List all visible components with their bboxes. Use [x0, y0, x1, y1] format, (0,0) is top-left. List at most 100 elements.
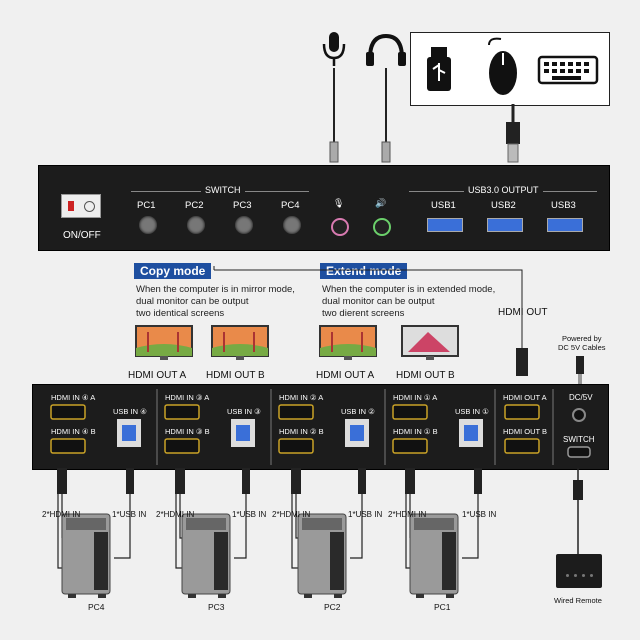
- switch-label: SWITCH: [201, 185, 245, 195]
- hdmi-in-port-b[interactable]: [392, 438, 428, 454]
- hdmi-out-port-a[interactable]: [504, 404, 540, 420]
- dc-label: DC/5V: [569, 393, 593, 402]
- pc-tower-top: [66, 518, 106, 530]
- usb-output-cable: [506, 104, 520, 163]
- usb-cable-plug: [126, 468, 134, 494]
- pc4-label: PC4: [88, 602, 105, 612]
- hdmi-cable-plug: [175, 468, 185, 494]
- usb1-label: USB1: [431, 200, 456, 211]
- power-label: ON/OFF: [63, 230, 101, 241]
- pc-connections: [57, 468, 583, 598]
- pc-tower-foot: [446, 594, 454, 598]
- pc3-button-label: PC3: [233, 200, 252, 211]
- hdmi-cable: [295, 494, 298, 539]
- hdmi-out-line: [213, 266, 528, 376]
- headphone-jack[interactable]: [373, 218, 391, 236]
- hdmi-cable-plug: [291, 468, 301, 494]
- pc4-button-label: PC4: [281, 200, 300, 211]
- extend-hdmi-out-b-label: HDMI OUT B: [396, 370, 455, 381]
- power-switch[interactable]: [61, 194, 101, 218]
- hdmi-in-4b-label: HDMI IN ④ B: [51, 427, 96, 436]
- mic-jack[interactable]: [331, 218, 349, 236]
- microphone-icon: [322, 32, 346, 66]
- wired-remote[interactable]: [556, 554, 602, 588]
- hdmi-in-2b-label: HDMI IN ② B: [279, 427, 324, 436]
- extend-monitors: [319, 325, 459, 360]
- usb-in-port-insert[interactable]: [236, 425, 250, 441]
- usb-cable: [350, 494, 363, 559]
- pc2-button-label: PC2: [185, 200, 204, 211]
- pc3-button[interactable]: [235, 216, 253, 234]
- usb-cable-plug: [474, 468, 482, 494]
- pc-tower-side: [214, 532, 228, 590]
- speaker-small-icon: 🔊: [375, 198, 387, 208]
- usb-in-port-insert[interactable]: [122, 425, 136, 441]
- hdmi-cable-plug: [405, 468, 415, 494]
- pc-tower-top: [414, 518, 454, 530]
- pc4-hdmi-in-label: 2*HDMI IN: [42, 510, 81, 519]
- pc4-button[interactable]: [283, 216, 301, 234]
- peripheral-icons: [427, 37, 599, 95]
- headphone-icon: [366, 33, 406, 66]
- extend-mode-description: When the computer is in extended mode, d…: [322, 284, 495, 320]
- extend-hdmi-out-a-label: HDMI OUT A: [316, 370, 375, 381]
- usb3-label: USB3: [551, 200, 576, 211]
- pc-tower-foot: [98, 594, 106, 598]
- hdmi-in-3a-label: HDMI IN ③ A: [165, 393, 210, 402]
- power-note-line: DC 5V Cables: [558, 343, 606, 352]
- usb1-port[interactable]: [427, 218, 463, 232]
- hdmi-in-1b-label: HDMI IN ① B: [393, 427, 438, 436]
- hdmi-in-port-a[interactable]: [278, 404, 314, 420]
- pc3-usb-in-label: 1*USB IN: [232, 510, 267, 519]
- pc-tower-top: [302, 518, 342, 530]
- usb-in-port-insert[interactable]: [350, 425, 364, 441]
- usb-cable: [462, 494, 479, 559]
- usb-drive-icon: [427, 47, 451, 91]
- hdmi-in-port-b[interactable]: [278, 438, 314, 454]
- hdmi-in-port-a[interactable]: [164, 404, 200, 420]
- remote-switch-port[interactable]: [567, 446, 591, 458]
- hdmi-in-port-a[interactable]: [50, 404, 86, 420]
- pc2-hdmi-in-label: 2*HDMI IN: [272, 510, 311, 519]
- power-note: Powered by DC 5V Cables: [558, 334, 606, 352]
- dc-power-port[interactable]: [572, 408, 586, 422]
- hdmi-in-port-b[interactable]: [164, 438, 200, 454]
- extend-mode-title: Extend mode: [320, 263, 408, 279]
- hdmi-cable: [405, 494, 410, 569]
- pc4-usb-in-label: 1*USB IN: [112, 510, 147, 519]
- usb2-port[interactable]: [487, 218, 523, 232]
- copy-desc-line: two identical screens: [136, 308, 225, 319]
- pc-tower-foot: [68, 594, 76, 598]
- hdmi-out-port-b[interactable]: [504, 438, 540, 454]
- copy-monitors: [135, 325, 269, 360]
- hdmi-cable: [175, 494, 182, 569]
- pc-tower-foot: [334, 594, 342, 598]
- hdmi-out-a-label: HDMI OUT A: [503, 393, 547, 402]
- copy-desc-line: dual monitor can be output: [136, 296, 249, 307]
- pc-tower-side: [330, 532, 344, 590]
- hdmi-in-2a-label: HDMI IN ② A: [279, 393, 324, 402]
- copy-mode-title: Copy mode: [134, 263, 212, 279]
- rear-switch-label: SWITCH: [563, 435, 595, 444]
- pc1-button[interactable]: [139, 216, 157, 234]
- pc1-hdmi-in-label: 2*HDMI IN: [388, 510, 427, 519]
- usb-cable: [234, 494, 247, 559]
- usb3-port[interactable]: [547, 218, 583, 232]
- rear-ports: [50, 389, 591, 465]
- keyboard-icon: [537, 55, 599, 85]
- usb-in-4-label: USB IN ④: [113, 407, 147, 416]
- copy-desc-line: When the computer is in mirror mode,: [136, 284, 295, 295]
- hdmi-in-port-a[interactable]: [392, 404, 428, 420]
- hdmi-in-3b-label: HDMI IN ③ B: [165, 427, 210, 436]
- pc-tower-foot: [218, 594, 226, 598]
- pc-tower-foot: [188, 594, 196, 598]
- pc1-label: PC1: [434, 602, 451, 612]
- pc2-button[interactable]: [187, 216, 205, 234]
- hdmi-cable: [57, 494, 62, 569]
- monitor-icon: [319, 325, 377, 360]
- usb-cable: [114, 494, 131, 559]
- extend-desc-line: dual monitor can be output: [322, 296, 435, 307]
- hdmi-in-port-b[interactable]: [50, 438, 86, 454]
- usb-in-port-insert[interactable]: [464, 425, 478, 441]
- pc3-label: PC3: [208, 602, 225, 612]
